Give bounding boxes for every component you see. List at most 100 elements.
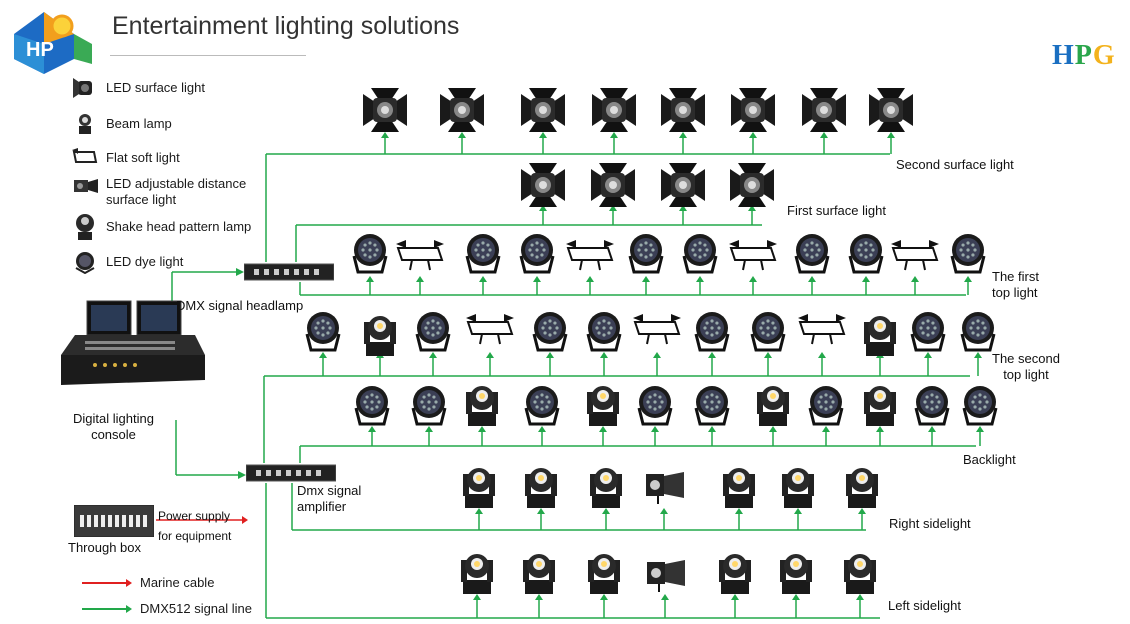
surface-light-fixture: [869, 88, 913, 132]
arrow-head: [974, 352, 982, 358]
legend-led-dye-light: LED dye light: [70, 250, 183, 275]
moving-head-fixture: [588, 554, 620, 594]
arrow-head: [609, 205, 617, 211]
arrow-head: [661, 594, 669, 600]
arrow-head: [366, 276, 374, 282]
arrow-head: [238, 471, 246, 479]
moving-head-fixture: [466, 386, 498, 426]
company-logo: HP: [14, 12, 92, 74]
moving-head-fixture: [719, 554, 751, 594]
dmx-amplifier-device: [246, 464, 336, 482]
red-arrow-icon: [82, 578, 132, 587]
led-surface-light-icon: [70, 76, 100, 100]
arrow-head: [764, 352, 772, 358]
arrow-head: [820, 132, 828, 138]
arrow-head: [602, 508, 610, 514]
brand-letter-g: G: [1092, 40, 1116, 71]
beam-lamp-icon: [70, 112, 100, 136]
led-dye-light-fixture: [694, 312, 730, 352]
arrow-head: [876, 426, 884, 432]
arrow-head: [928, 426, 936, 432]
arrow-head: [425, 426, 433, 432]
arrow-head: [856, 594, 864, 600]
arrow-head: [749, 132, 757, 138]
arrow-head: [642, 276, 650, 282]
through-box-device: [74, 505, 154, 537]
svg-text:HP: HP: [26, 39, 54, 61]
surface-light-fixture: [730, 163, 774, 207]
led-dye-light-fixture: [354, 386, 390, 426]
flat-soft-light-fixture: [798, 314, 846, 345]
led-dye-light-fixture: [352, 234, 388, 274]
dmx-amplifier-label: Dmx signal amplifier: [297, 483, 362, 514]
through-box-label: Through box: [68, 540, 141, 555]
arrow-head: [538, 426, 546, 432]
arrow-head: [911, 276, 919, 282]
surface-light-fixture: [521, 88, 565, 132]
arrow-head: [537, 508, 545, 514]
arrow-head: [473, 594, 481, 600]
row-label-backlight: Backlight: [963, 452, 1016, 467]
surface-light-fixture: [521, 163, 565, 207]
moving-head-fixture: [780, 554, 812, 594]
arrow-head: [651, 426, 659, 432]
arrow-head: [429, 352, 437, 358]
surface-light-fixture: [592, 88, 636, 132]
arrow-head: [486, 352, 494, 358]
power-supply-label: Power supply for equipment: [158, 509, 232, 543]
surface-light-fixture: [731, 88, 775, 132]
arrow-head: [976, 426, 984, 432]
arrow-head: [696, 276, 704, 282]
led-dye-light-icon: [70, 250, 100, 275]
console-label: Digital lighting console: [73, 411, 154, 442]
arrow-head: [586, 276, 594, 282]
flat-soft-light-fixture: [729, 240, 777, 271]
arrow-head: [539, 205, 547, 211]
arrow-head: [599, 426, 607, 432]
arrow-head: [808, 276, 816, 282]
arrow-head: [653, 352, 661, 358]
row-label-first-surface: First surface light: [787, 203, 886, 218]
flat-soft-light-fixture: [891, 240, 939, 271]
surface-light-fixture: [661, 163, 705, 207]
arrow-head: [731, 594, 739, 600]
arrow-head: [964, 276, 972, 282]
row-label-first-top: The first top light: [992, 269, 1039, 300]
led-adjustable-surface-light-icon: [70, 176, 100, 200]
legend-led-surface-light: LED surface light: [70, 76, 205, 100]
arrow-head: [769, 426, 777, 432]
legend-beam-lamp: Beam lamp: [70, 112, 172, 136]
led-dye-light-fixture: [914, 386, 950, 426]
surface-light-fixture: [440, 88, 484, 132]
shake-head-pattern-lamp-icon: [70, 212, 100, 242]
brand-wordmark: HPG: [1052, 40, 1116, 72]
arrow-head: [600, 352, 608, 358]
arrow-head: [822, 426, 830, 432]
led-dye-light-fixture: [305, 312, 341, 352]
arrow-head: [748, 205, 756, 211]
moving-head-fixture: [525, 468, 557, 508]
legend-shake-head-pattern-lamp: Shake head pattern lamp: [70, 212, 251, 242]
led-dye-light-fixture: [960, 312, 996, 352]
led-dye-light-fixture: [848, 234, 884, 274]
arrow-head: [381, 132, 389, 138]
surface-light-fixture: [661, 88, 705, 132]
arrow-head: [708, 426, 716, 432]
moving-head-fixture: [844, 554, 876, 594]
moving-head-fixture: [364, 316, 396, 356]
title-divider: [110, 55, 306, 56]
moving-head-fixture: [864, 316, 896, 356]
arrow-head: [924, 352, 932, 358]
led-dye-light-fixture: [637, 386, 673, 426]
arrow-head: [539, 132, 547, 138]
arrow-head: [535, 594, 543, 600]
arrow-head: [475, 508, 483, 514]
flat-soft-light-fixture: [633, 314, 681, 345]
led-dye-light-fixture: [415, 312, 451, 352]
arrow-head: [533, 276, 541, 282]
flat-soft-light-fixture: [396, 240, 444, 271]
row-label-second-top: The second top light: [992, 351, 1060, 382]
arrow-head: [242, 516, 248, 524]
arrow-head: [735, 508, 743, 514]
